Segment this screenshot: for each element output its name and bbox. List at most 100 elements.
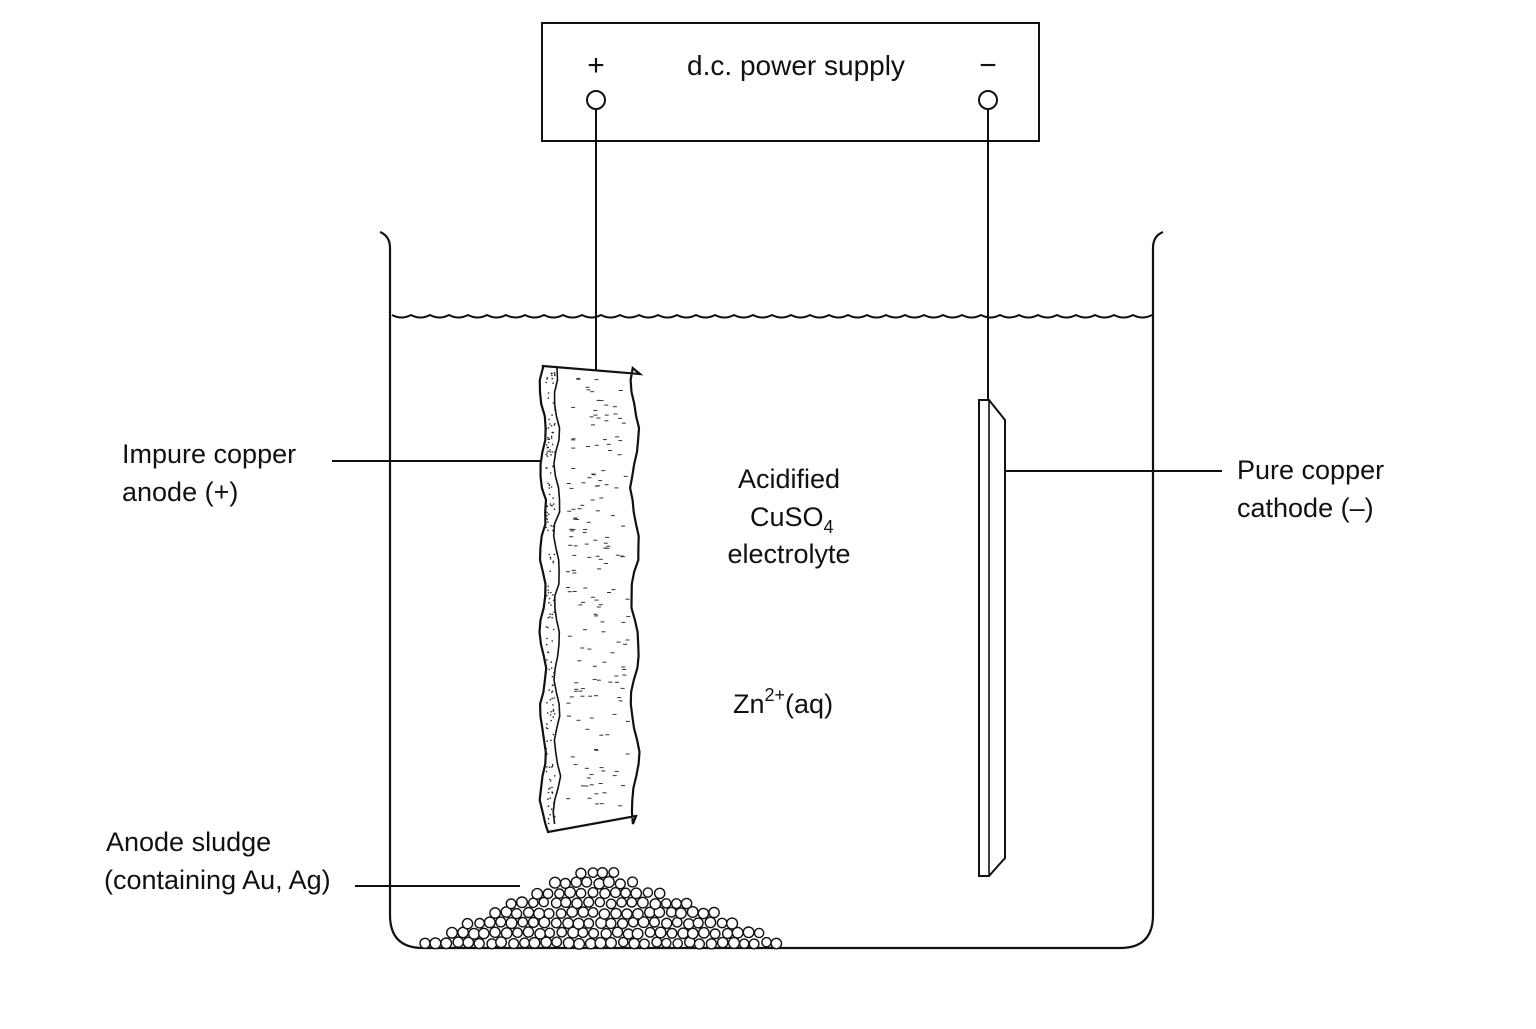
- anode-texture-dot: [553, 374, 556, 377]
- anode-texture-dot: [554, 451, 556, 454]
- zinc-ion-superscript: 2+: [765, 685, 786, 705]
- anode-texture-dot: [552, 497, 554, 499]
- anode-texture-dot: [551, 443, 554, 446]
- anode-texture-dot: [549, 423, 551, 425]
- anode-label-line2: anode (+): [122, 477, 238, 507]
- sludge-particle: [474, 917, 485, 929]
- anode-texture-dot: [549, 787, 551, 789]
- sludge-particle: [742, 926, 755, 939]
- sludge-particle: [429, 937, 442, 950]
- anode-texture-dot: [552, 599, 555, 602]
- sludge-particle: [555, 908, 567, 919]
- zinc-ion-label: Zn2+(aq): [733, 685, 833, 719]
- anode-texture-dot: [547, 521, 549, 523]
- anode-texture-dot: [545, 770, 548, 773]
- anode-texture-dot: [554, 423, 556, 425]
- sludge-particle: [621, 908, 633, 920]
- anode-texture-dot: [545, 427, 548, 430]
- sludge-particle: [489, 907, 501, 919]
- sludge-particle: [600, 927, 612, 940]
- sludge-particle: [587, 867, 599, 878]
- negative-terminal: [978, 90, 998, 110]
- anode-texture-dot: [547, 818, 550, 820]
- sludge-particle: [577, 906, 590, 918]
- sludge-particle: [616, 917, 629, 930]
- sludge-particle: [594, 936, 607, 950]
- sludge-particle: [616, 897, 627, 908]
- sludge-particle: [489, 926, 501, 939]
- sludge-particle: [462, 936, 475, 949]
- sludge-particle: [452, 936, 465, 948]
- anode-texture-dot: [553, 775, 556, 777]
- sludge-particle: [620, 887, 632, 899]
- sludge-particle: [738, 938, 750, 950]
- anode-texture-dot: [546, 701, 548, 704]
- sludge-particle: [587, 907, 599, 918]
- anode-texture-dot: [549, 714, 552, 716]
- sludge-particle: [538, 916, 551, 929]
- electrolyte-label-line3: electrolyte: [727, 539, 850, 569]
- sludge-particle: [661, 937, 672, 949]
- anode-texture-dot: [549, 616, 551, 618]
- negative-terminal-sign: −: [979, 49, 997, 82]
- sludge-particle: [573, 937, 586, 950]
- sludge-particle: [602, 875, 615, 889]
- anode-texture-dot: [550, 372, 553, 375]
- anode-texture-dot: [546, 637, 548, 640]
- sludge-particle: [748, 938, 760, 950]
- anode-texture-dot: [552, 708, 555, 711]
- anode-texture-dot: [550, 504, 552, 507]
- sludge-particle: [644, 926, 656, 938]
- cathode-plate: [978, 399, 1006, 877]
- sludge-particle: [550, 917, 562, 929]
- sludge-particle: [693, 938, 706, 950]
- anode-texture-dot: [549, 613, 551, 615]
- sludge-particle: [542, 888, 554, 900]
- sludge-particle: [670, 898, 682, 910]
- anode-texture-dot: [552, 402, 555, 404]
- sludge-particle: [697, 907, 710, 920]
- electrolyte-formula: CuSO4: [750, 502, 834, 537]
- sludge-particle: [611, 926, 624, 938]
- sludge-particle: [661, 917, 673, 929]
- anode-texture-dot: [549, 780, 552, 782]
- anode-texture-dot: [552, 716, 554, 718]
- anode-texture-dot: [546, 659, 548, 661]
- sludge-particle: [516, 896, 529, 909]
- anode-texture-dot: [547, 626, 549, 629]
- anode-texture-dot: [552, 594, 554, 596]
- power-supply-label: d.c. power supply: [687, 50, 905, 81]
- anode-texture-dot: [546, 740, 548, 742]
- sludge-particle: [519, 937, 531, 949]
- anode-texture-dot: [552, 684, 554, 686]
- anode-texture-dot: [553, 697, 555, 699]
- anode-texture-dot: [546, 505, 549, 508]
- anode-texture-dot: [548, 487, 551, 489]
- anode-texture-dot: [546, 727, 549, 730]
- anode-texture-dot: [553, 529, 555, 531]
- sludge-particle: [637, 916, 650, 929]
- sludge-particle: [605, 917, 617, 930]
- electrolyte-surface: [391, 313, 1153, 319]
- sludge-particle: [477, 927, 490, 940]
- anode-texture-dot: [554, 815, 556, 818]
- anode-texture-dot: [551, 786, 553, 789]
- anode-texture-dot: [546, 723, 548, 725]
- anode-texture-dot: [550, 711, 552, 713]
- sludge-particle: [505, 898, 517, 910]
- sludge-particle: [505, 916, 518, 930]
- anode-texture-dot: [551, 675, 554, 678]
- sludge-particle: [704, 916, 717, 929]
- anode-texture-dot: [552, 503, 555, 505]
- anode-texture-dot: [546, 766, 548, 768]
- sludge-particle: [666, 927, 678, 939]
- anode-sludge-pile: [419, 867, 783, 950]
- electrolyte-formula-main: CuSO: [750, 502, 824, 532]
- anode-plate: [538, 364, 644, 834]
- sludge-particle: [562, 937, 575, 950]
- sludge-particle: [618, 936, 629, 948]
- anode-texture-dot: [547, 450, 549, 453]
- anode-texture-dot: [553, 372, 556, 374]
- anode-texture-dot: [550, 591, 552, 594]
- anode-texture-dot: [548, 597, 551, 600]
